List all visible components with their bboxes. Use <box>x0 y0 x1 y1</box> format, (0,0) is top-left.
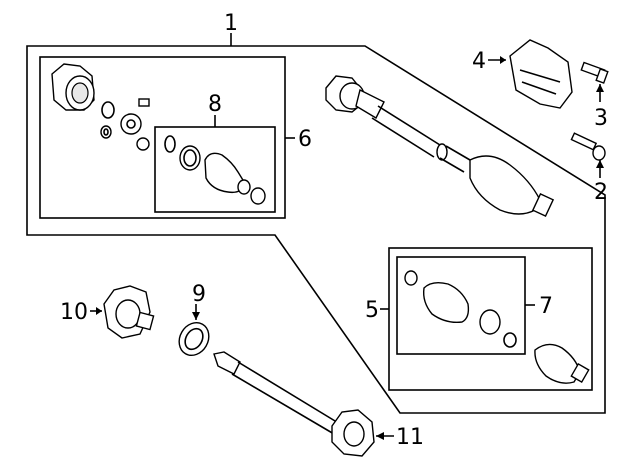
bolt-part-3 <box>580 61 609 102</box>
boot-clamp-7b <box>479 309 501 335</box>
cv-boot-outer <box>422 281 470 324</box>
assembly-outline <box>26 45 606 414</box>
washer <box>100 125 112 139</box>
outer-cv-joint <box>534 343 590 384</box>
seal-part-9 <box>178 304 210 357</box>
intermediate-shaft-part-11 <box>213 351 394 457</box>
cv-boot-inner <box>204 152 251 195</box>
callout-3: 3 <box>594 106 608 131</box>
callout-6: 6 <box>298 127 312 152</box>
bracket-part-4 <box>488 39 573 109</box>
boot-clamp-small <box>250 187 266 205</box>
callout-9: 9 <box>192 282 206 307</box>
cv-joint-housing <box>51 63 95 111</box>
callout-10: 10 <box>60 300 88 325</box>
boot-clamp-ring <box>179 145 201 171</box>
callout-1: 1 <box>224 11 238 36</box>
snap-ring-small <box>101 101 115 119</box>
boot-clamp-7a <box>404 270 418 286</box>
box-5 <box>388 247 593 391</box>
bolt-part-2 <box>570 132 606 178</box>
drive-flange-part-10 <box>90 285 155 339</box>
callout-4: 4 <box>472 49 486 74</box>
axle-shaft-assembly <box>325 75 555 218</box>
bearing-cage <box>136 137 150 151</box>
callout-5: 5 <box>365 298 379 323</box>
snap-ring-7 <box>503 332 517 348</box>
callout-11: 11 <box>396 425 424 450</box>
callout-7: 7 <box>539 294 553 319</box>
callout-2: 2 <box>594 180 608 205</box>
callout-8: 8 <box>208 92 222 117</box>
inner-race <box>120 98 150 135</box>
boot-clamp-large <box>164 135 176 153</box>
